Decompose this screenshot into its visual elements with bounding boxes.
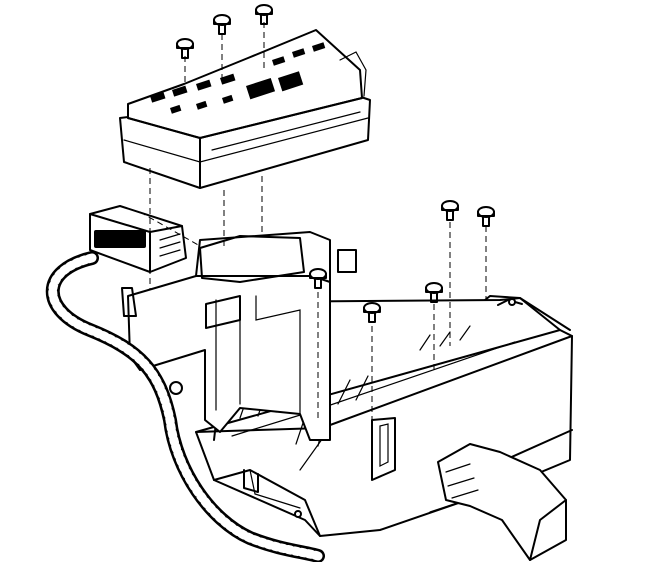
tray-rear-hole [508,298,516,306]
cavity-7 [222,94,234,104]
bracket-edges [215,295,301,415]
cavity-8 [272,56,286,66]
bracket-contact-pad [199,235,305,283]
screw [441,200,459,221]
cavity-5 [170,104,182,114]
tray-right-side [484,295,571,331]
fuse-relay-block [119,29,371,189]
bracket-front-tab [205,295,241,329]
screw [477,206,495,227]
block-right-bracket [339,51,367,97]
connector-terminal-band [94,230,146,248]
harness-conduit-highlight [48,253,323,561]
harness-clip [169,381,183,395]
cavity-2 [172,85,188,97]
cavity-9 [292,48,306,58]
tray-front-bracket [243,469,259,493]
align-connector [139,211,201,247]
technician-hand [437,443,567,561]
cavity-6 [196,100,208,110]
bracket-clip-right [337,249,357,273]
cavity-10 [312,42,326,52]
cavity-4 [220,73,236,85]
relay-1 [245,77,276,100]
connector-rails [159,233,181,257]
hand-glove [437,443,567,561]
tray-lower-hole [294,510,302,518]
screw [176,38,194,59]
tray-latch-slot [371,417,396,481]
hand-cuff [529,499,567,561]
block-housing-seam [123,111,369,163]
tray-rear-tab [497,299,523,306]
hand-fingers [445,463,479,499]
screw [425,282,443,303]
bracket-clip-left [121,287,137,317]
wiring-harness [45,251,325,562]
mounting-screws [176,4,495,323]
screw [255,4,273,25]
wiring-connector [89,205,187,273]
bracket-top-face [195,231,331,283]
cavity-3 [196,79,212,91]
block-front-edge [127,97,363,189]
screw [363,302,381,323]
tray-latch-slot-inner [379,423,389,467]
cavity-1 [150,91,166,103]
alignment-lines [139,22,487,420]
screw [309,268,327,289]
tray-bottom-shelf [213,469,321,537]
relay-2 [278,71,304,92]
block-cavities [150,42,326,114]
screw [213,14,231,35]
